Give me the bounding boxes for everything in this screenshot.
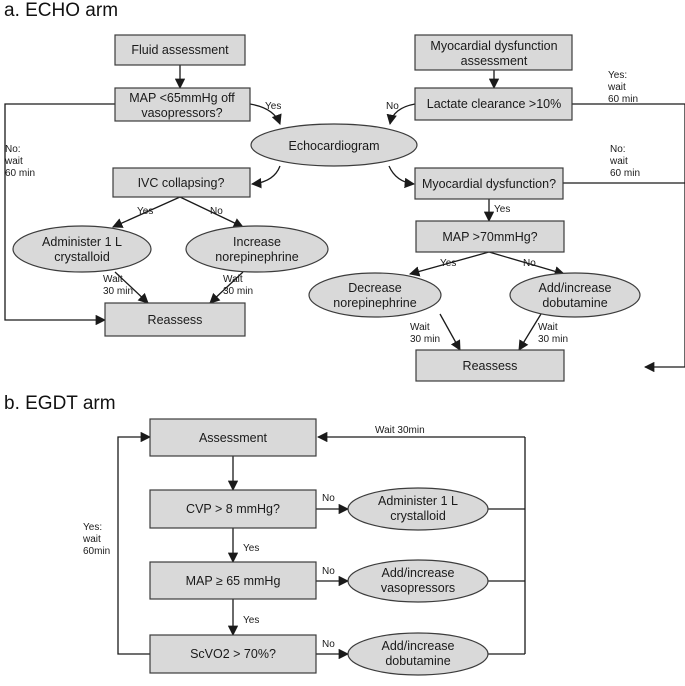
scvo2-box	[149, 634, 317, 674]
no-cvp-label: No	[322, 493, 335, 504]
map-70-label: MAP >70mmHg?	[442, 230, 537, 244]
wait-b-label-1: Wait	[223, 274, 243, 285]
echo-connectors	[4, 65, 685, 373]
map-70-box	[415, 220, 565, 253]
no-map-label-3: 60 min	[5, 168, 35, 179]
echocardiogram-node	[250, 123, 418, 167]
wait-c-label-2: 30 min	[410, 334, 440, 345]
yes-myo-label: Yes	[494, 204, 510, 215]
increase-norepinephrine-label-1: Increase	[233, 235, 281, 249]
yes-wait-label-1: Yes:	[83, 522, 102, 533]
cvp-box	[149, 489, 317, 529]
lactate-clearance-label: Lactate clearance >10%	[427, 97, 561, 111]
reassess-left-label: Reassess	[148, 313, 203, 327]
reassess-right-box	[415, 349, 565, 382]
administer-crystalloid-label-2: crystalloid	[54, 250, 110, 264]
map-off-vasopressors-box	[114, 87, 251, 122]
wait-d-label-1: Wait	[538, 322, 558, 333]
cvp-label: CVP > 8 mmHg?	[186, 502, 280, 516]
no-myo-label-3: 60 min	[610, 168, 640, 179]
myocardial-assessment-label-2: assessment	[461, 54, 528, 68]
egdt-dobutamine-node	[347, 632, 489, 676]
decrease-norepinephrine-node	[308, 272, 442, 318]
egdt-administer-node	[347, 487, 489, 531]
egdt-arm-heading: b. EGDT arm	[4, 393, 116, 414]
wait-30min-label: Wait 30min	[375, 425, 425, 436]
no-map70-label: No	[523, 258, 536, 269]
wait-c-label-1: Wait	[410, 322, 430, 333]
lactate-clearance-box	[414, 87, 573, 121]
egdt-vasopressors-label-1: Add/increase	[382, 566, 455, 580]
wait-d-label-2: 30 min	[538, 334, 568, 345]
fluid-assessment-label: Fluid assessment	[131, 43, 229, 57]
no-map-label-1: No:	[5, 144, 21, 155]
myocardial-dysfunction-assessment-box	[414, 34, 573, 71]
map-off-vasopressors-label-2: vasopressors?	[141, 106, 222, 120]
egdt-administer-label-2: crystalloid	[390, 509, 446, 523]
map-off-vasopressors-label-1: MAP <65mmHg off	[129, 91, 235, 105]
ivc-collapsing-label: IVC collapsing?	[138, 176, 225, 190]
administer-crystalloid-label-1: Administer 1 L	[42, 235, 122, 249]
decrease-norepinephrine-label-1: Decrease	[348, 281, 402, 295]
increase-norepinephrine-label-2: norepinephrine	[215, 250, 298, 264]
yes-lactate-label-2: wait	[607, 82, 626, 93]
map65-box	[149, 561, 317, 600]
no-myo-label-2: wait	[609, 156, 628, 167]
no-myo-label-1: No:	[610, 144, 626, 155]
no-ivc-label: No	[210, 206, 223, 217]
no-map65-label: No	[322, 566, 335, 577]
scvo2-label: ScVO2 > 70%?	[190, 647, 276, 661]
egdt-assessment-box	[149, 418, 317, 457]
yes-cvp-label: Yes	[243, 543, 259, 554]
add-dobutamine-label-1: Add/increase	[539, 281, 612, 295]
egdt-dobutamine-label-1: Add/increase	[382, 639, 455, 653]
egdt-vasopressors-node	[347, 559, 489, 603]
yes-map70-label: Yes	[440, 258, 456, 269]
administer-crystalloid-node	[12, 225, 152, 273]
myocardial-assessment-label-1: Myocardial dysfunction	[430, 39, 557, 53]
no-scvo2-label: No	[322, 639, 335, 650]
add-dobutamine-label-2: dobutamine	[542, 296, 607, 310]
reassess-left-box	[104, 302, 246, 337]
egdt-assessment-label: Assessment	[199, 431, 268, 445]
map65-label: MAP ≥ 65 mmHg	[186, 574, 281, 588]
ivc-collapsing-box	[112, 167, 251, 198]
yes-wait-label-3: 60min	[83, 546, 110, 557]
fluid-assessment-box	[114, 34, 246, 66]
yes-map-label: Yes	[265, 101, 281, 112]
add-dobutamine-node	[509, 272, 641, 318]
no-map-label-2: wait	[4, 156, 23, 167]
wait-b-label-2: 30 min	[223, 286, 253, 297]
wait-a-label-2: 30 min	[103, 286, 133, 297]
egdt-administer-label-1: Administer 1 L	[378, 494, 458, 508]
reassess-right-label: Reassess	[463, 359, 518, 373]
egdt-connectors	[117, 431, 526, 660]
myocardial-dysfunction-box	[414, 167, 564, 200]
yes-lactate-label-3: 60 min	[608, 94, 638, 105]
egdt-dobutamine-label-2: dobutamine	[385, 654, 450, 668]
increase-norepinephrine-node	[185, 225, 329, 273]
yes-wait-label-2: wait	[82, 534, 101, 545]
yes-lactate-label-1: Yes:	[608, 70, 627, 81]
echo-arm-heading: a. ECHO arm	[4, 0, 118, 21]
echocardiogram-label: Echocardiogram	[288, 139, 379, 153]
yes-map65-label: Yes	[243, 615, 259, 626]
egdt-vasopressors-label-2: vasopressors	[381, 581, 455, 595]
decrease-norepinephrine-label-2: norepinephrine	[333, 296, 416, 310]
no-lactate-label: No	[386, 101, 399, 112]
wait-a-label-1: Wait	[103, 274, 123, 285]
myocardial-dysfunction-label: Myocardial dysfunction?	[422, 177, 556, 191]
yes-ivc-label: Yes	[137, 206, 153, 217]
